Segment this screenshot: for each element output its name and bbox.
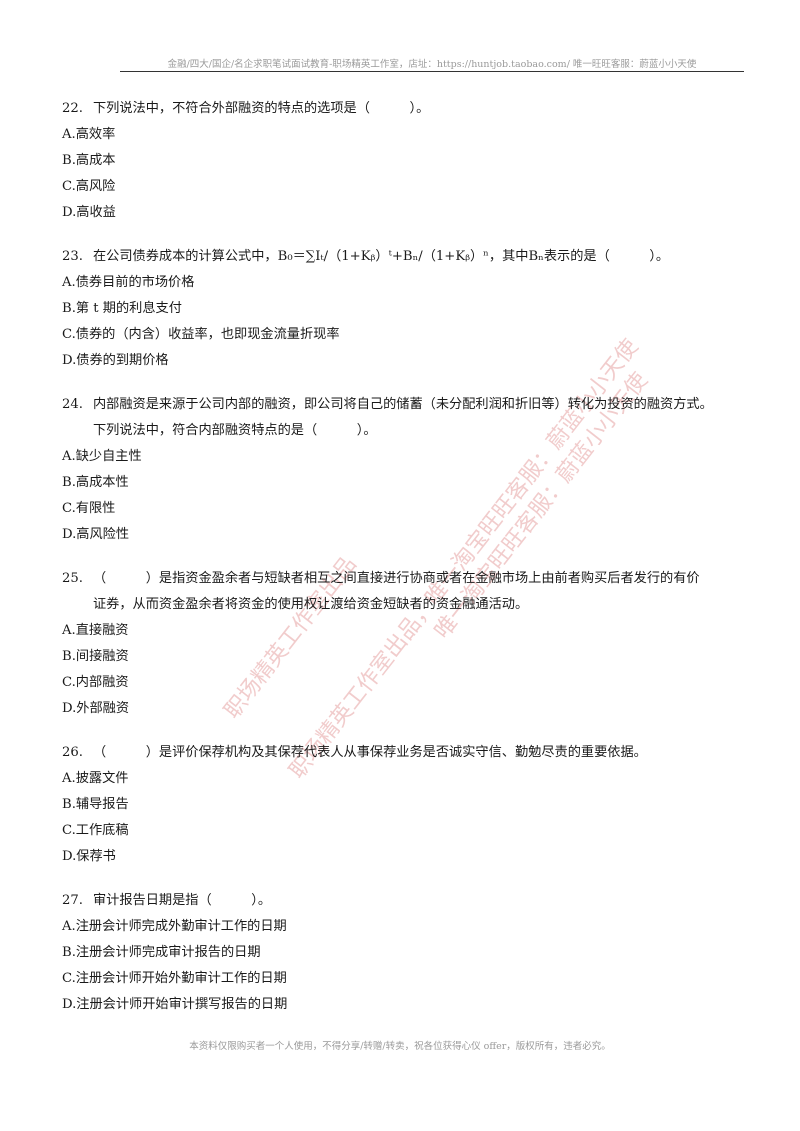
answer-option: B.间接融资: [62, 649, 129, 664]
answer-option: A.缺少自主性: [62, 449, 142, 464]
question-stem: 22. 下列说法中，不符合外部融资的特点的选项是（ ）。: [62, 96, 752, 122]
question-number: 25.: [62, 571, 83, 586]
question-number: 26.: [62, 745, 83, 760]
page-header-text: 金融/四大/国企/名企求职笔试面试教育-职场精英工作室，店址：https://h…: [167, 59, 697, 70]
question-text: 下列说法中，符合内部融资特点的是（ ）。: [93, 423, 377, 438]
answer-option: A.债券目前的市场价格: [62, 275, 195, 290]
question-text: 在公司债券成本的计算公式中，B₀＝∑Iₜ/（1+Kᵦ）ᵗ+Bₙ/（1+Kᵦ）ⁿ，…: [93, 249, 670, 264]
answer-option: C.高风险: [62, 179, 116, 194]
answer-option: A.直接融资: [62, 623, 129, 638]
answer-option: B.高成本: [62, 153, 116, 168]
header-rule: [120, 71, 744, 72]
answer-option: D.高收益: [62, 205, 116, 220]
answer-option: A.注册会计师完成外勤审计工作的日期: [62, 919, 287, 934]
question-number: 22.: [62, 101, 83, 116]
answer-option: D.外部融资: [62, 701, 130, 716]
question-block: 22. 下列说法中，不符合外部融资的特点的选项是（ ）。 A.高效率 B.高成本 C.高…: [62, 96, 752, 226]
question-stem: 25. （ ）是指资金盈余者与短缺者相互之间直接进行协商或者在金融市场上由前者购买…: [62, 566, 752, 592]
answer-option: D.债券的到期价格: [62, 353, 169, 368]
answer-option: C.工作底稿: [62, 823, 129, 838]
answer-option: B.辅导报告: [62, 797, 129, 812]
answer-option: C.注册会计师开始外勤审计工作的日期: [62, 971, 287, 986]
answer-option: D.保荐书: [62, 849, 116, 864]
question-text: 内部融资是来源于公司内部的融资，即公司将自己的储蓄（未分配利润和折旧等）转化为投…: [93, 397, 713, 412]
page-footer-text: 本资料仅限购买者一个人使用，不得分享/转赠/转卖，祝各位获得心仪 offer，版…: [189, 1041, 611, 1052]
question-list: 22. 下列说法中，不符合外部融资的特点的选项是（ ）。 A.高效率 B.高成本 C.高…: [62, 96, 752, 1036]
answer-option: D.高风险性: [62, 527, 130, 542]
question-number: 23.: [62, 249, 83, 264]
answer-option: A.高效率: [62, 127, 116, 142]
question-block: 25. （ ）是指资金盈余者与短缺者相互之间直接进行协商或者在金融市场上由前者购买…: [62, 566, 752, 722]
question-stem-continued: 下列说法中，符合内部融资特点的是（ ）。: [62, 418, 752, 444]
question-stem: 26. （ ）是评价保荐机构及其保荐代表人从事保荐业务是否诚实守信、勤勉尽责的重要…: [62, 740, 752, 766]
question-stem: 23. 在公司债券成本的计算公式中，B₀＝∑Iₜ/（1+Kᵦ）ᵗ+Bₙ/（1+Kᵦ…: [62, 244, 752, 270]
answer-option: C.有限性: [62, 501, 116, 516]
question-text: （ ）是评价保荐机构及其保荐代表人从事保荐业务是否诚实守信、勤勉尽责的重要依据。: [93, 745, 647, 760]
question-text: 下列说法中，不符合外部融资的特点的选项是（ ）。: [93, 101, 430, 116]
question-block: 27. 审计报告日期是指（ ）。 A.注册会计师完成外勤审计工作的日期 B.注册会计师…: [62, 888, 752, 1018]
question-block: 26. （ ）是评价保荐机构及其保荐代表人从事保荐业务是否诚实守信、勤勉尽责的重要…: [62, 740, 752, 870]
question-text: 证券，从而资金盈余者将资金的使用权让渡给资金短缺者的资金融通活动。: [93, 597, 529, 612]
answer-option: B.高成本性: [62, 475, 129, 490]
question-number: 24.: [62, 397, 83, 412]
answer-option: D.注册会计师开始审计撰写报告的日期: [62, 997, 288, 1012]
answer-option: A.披露文件: [62, 771, 129, 786]
answer-option: B.第 t 期的利息支付: [62, 301, 182, 316]
question-stem-continued: 证券，从而资金盈余者将资金的使用权让渡给资金短缺者的资金融通活动。: [62, 592, 752, 618]
question-block: 24. 内部融资是来源于公司内部的融资，即公司将自己的储蓄（未分配利润和折旧等）转…: [62, 392, 752, 548]
question-block: 23. 在公司债券成本的计算公式中，B₀＝∑Iₜ/（1+Kᵦ）ᵗ+Bₙ/（1+Kᵦ…: [62, 244, 752, 374]
answer-option: B.注册会计师完成审计报告的日期: [62, 945, 261, 960]
question-text: 审计报告日期是指（ ）。: [93, 893, 272, 908]
question-stem: 24. 内部融资是来源于公司内部的融资，即公司将自己的储蓄（未分配利润和折旧等）转…: [62, 392, 752, 418]
question-stem: 27. 审计报告日期是指（ ）。: [62, 888, 752, 914]
question-text: （ ）是指资金盈余者与短缺者相互之间直接进行协商或者在金融市场上由前者购买后者发…: [93, 571, 700, 586]
answer-option: C.债券的（内含）收益率，也即现金流量折现率: [62, 327, 340, 342]
question-number: 27.: [62, 893, 83, 908]
answer-option: C.内部融资: [62, 675, 129, 690]
